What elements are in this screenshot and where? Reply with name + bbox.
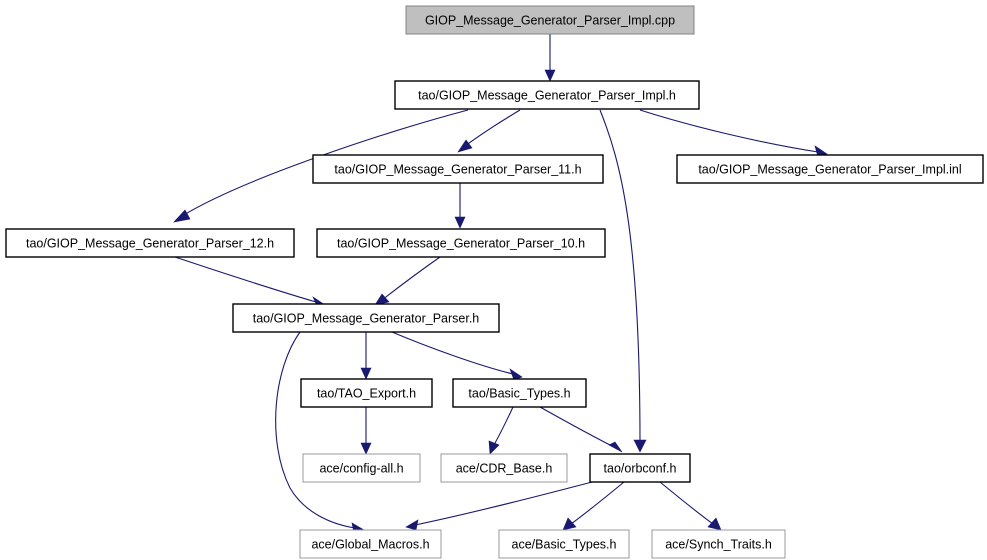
node-label: tao/GIOP_Message_Generator_Parser_10.h — [337, 236, 585, 250]
edge-line — [391, 331, 514, 375]
graph-edge-parser_h-to-tao_export_h — [360, 332, 372, 380]
node-box[interactable] — [5, 228, 295, 258]
node-label: tao/Basic_Types.h — [468, 386, 570, 400]
arrowhead-icon — [405, 519, 419, 531]
arrowhead-icon — [633, 439, 647, 453]
edge-line — [659, 481, 714, 525]
node-label: ace/Global_Macros.h — [311, 537, 429, 551]
edge-line — [493, 406, 514, 446]
edge-line — [464, 109, 521, 147]
node-box[interactable] — [498, 529, 630, 559]
arrowhead-icon — [544, 69, 556, 82]
node-box[interactable] — [232, 303, 500, 333]
arrowhead-icon — [360, 367, 372, 380]
graph-nodes-layer: GIOP_Message_Generator_Parser_Impl.cppta… — [5, 5, 984, 559]
graph-edge-impl_h-to-impl_inl — [639, 109, 828, 158]
graph-edge-impl_h-to-tao_orbconf_h — [599, 109, 647, 453]
graph-node-tao_export_h[interactable]: tao/TAO_Export.h — [300, 378, 433, 408]
node-label: ace/CDR_Base.h — [456, 461, 553, 475]
graph-edge-tao_orbconf_h-to-ace_synch_traits_h — [659, 481, 722, 531]
node-label: tao/GIOP_Message_Generator_Parser_12.h — [26, 236, 274, 250]
graph-node-p10_h[interactable]: tao/GIOP_Message_Generator_Parser_10.h — [316, 228, 606, 258]
arrowhead-icon — [562, 517, 577, 531]
graph-node-tao_orbconf_h[interactable]: tao/orbconf.h — [589, 453, 691, 483]
graph-node-impl_cpp[interactable]: GIOP_Message_Generator_Parser_Impl.cpp — [405, 5, 695, 35]
graph-edge-parser_h-to-tao_basic_types_h — [391, 331, 523, 381]
node-box[interactable] — [316, 228, 606, 258]
node-label: ace/Basic_Types.h — [512, 537, 617, 551]
arrowhead-icon — [454, 216, 466, 229]
node-label: tao/GIOP_Message_Generator_Parser_Impl.i… — [698, 162, 961, 176]
node-label: tao/GIOP_Message_Generator_Parser.h — [253, 311, 480, 325]
graph-edge-tao_export_h-to-ace_config_all_h — [360, 407, 372, 455]
edge-line — [539, 406, 615, 448]
arrowhead-icon — [360, 442, 372, 455]
edge-line — [639, 109, 819, 153]
node-box[interactable] — [589, 453, 691, 483]
arrowhead-icon — [488, 440, 500, 455]
node-box[interactable] — [651, 529, 786, 559]
graph-node-ace_config_all_h[interactable]: ace/config-all.h — [302, 453, 421, 483]
graph-node-ace_synch_traits_h[interactable]: ace/Synch_Traits.h — [651, 529, 786, 559]
node-label: tao/orbconf.h — [604, 461, 677, 475]
node-box[interactable] — [405, 5, 695, 35]
node-box[interactable] — [440, 453, 568, 483]
graph-edge-tao_orbconf_h-to-ace_basic_types_h — [562, 481, 625, 531]
arrowhead-icon — [173, 209, 191, 223]
node-box[interactable] — [299, 529, 442, 559]
node-box[interactable] — [302, 453, 421, 483]
node-box[interactable] — [676, 154, 984, 184]
graph-edge-p12_h-to-parser_h — [174, 256, 326, 309]
graph-edge-impl_h-to-p11_h — [457, 109, 521, 153]
graph-node-tao_basic_types_h[interactable]: tao/Basic_Types.h — [452, 378, 587, 408]
graph-node-p12_h[interactable]: tao/GIOP_Message_Generator_Parser_12.h — [5, 228, 295, 258]
node-label: ace/Synch_Traits.h — [665, 537, 772, 551]
node-box[interactable] — [394, 80, 700, 110]
graph-edge-tao_orbconf_h-to-ace_global_macros_h — [405, 481, 593, 531]
edge-line — [599, 109, 641, 445]
edge-line — [414, 481, 593, 526]
graph-edges-layer — [173, 34, 828, 534]
graph-edge-p11_h-to-p10_h — [454, 183, 466, 229]
node-label: tao/GIOP_Message_Generator_Parser_Impl.h — [418, 88, 676, 102]
graph-edge-impl_cpp-to-impl_h — [544, 34, 556, 82]
arrowhead-icon — [457, 139, 473, 153]
edge-line — [174, 256, 317, 303]
arrowhead-icon — [707, 517, 722, 531]
graph-node-ace_cdr_base_h[interactable]: ace/CDR_Base.h — [440, 453, 568, 483]
node-box[interactable] — [452, 378, 587, 408]
node-label: tao/GIOP_Message_Generator_Parser_11.h — [334, 162, 581, 176]
node-label: tao/TAO_Export.h — [317, 386, 416, 400]
graph-edge-tao_basic_types_h-to-tao_orbconf_h — [539, 406, 623, 453]
edge-line — [381, 256, 441, 301]
graph-node-ace_basic_types_h[interactable]: ace/Basic_Types.h — [498, 529, 630, 559]
node-box[interactable] — [312, 154, 604, 184]
graph-edge-tao_basic_types_h-to-ace_cdr_base_h — [488, 406, 514, 455]
arrowhead-icon — [608, 441, 623, 453]
node-box[interactable] — [300, 378, 433, 408]
node-label: GIOP_Message_Generator_Parser_Impl.cpp — [425, 13, 675, 27]
graph-node-ace_global_macros_h[interactable]: ace/Global_Macros.h — [299, 529, 442, 559]
graph-edge-parser_h-to-ace_global_macros_h — [275, 331, 365, 534]
graph-node-parser_h[interactable]: tao/GIOP_Message_Generator_Parser.h — [232, 303, 500, 333]
graph-node-impl_inl[interactable]: tao/GIOP_Message_Generator_Parser_Impl.i… — [676, 154, 984, 184]
edge-line — [275, 331, 356, 529]
graph-node-p11_h[interactable]: tao/GIOP_Message_Generator_Parser_11.h — [312, 154, 604, 184]
graph-edge-p10_h-to-parser_h — [374, 256, 441, 306]
edge-line — [570, 481, 625, 525]
graph-node-impl_h[interactable]: tao/GIOP_Message_Generator_Parser_Impl.h — [394, 80, 700, 110]
node-label: ace/config-all.h — [319, 461, 403, 475]
